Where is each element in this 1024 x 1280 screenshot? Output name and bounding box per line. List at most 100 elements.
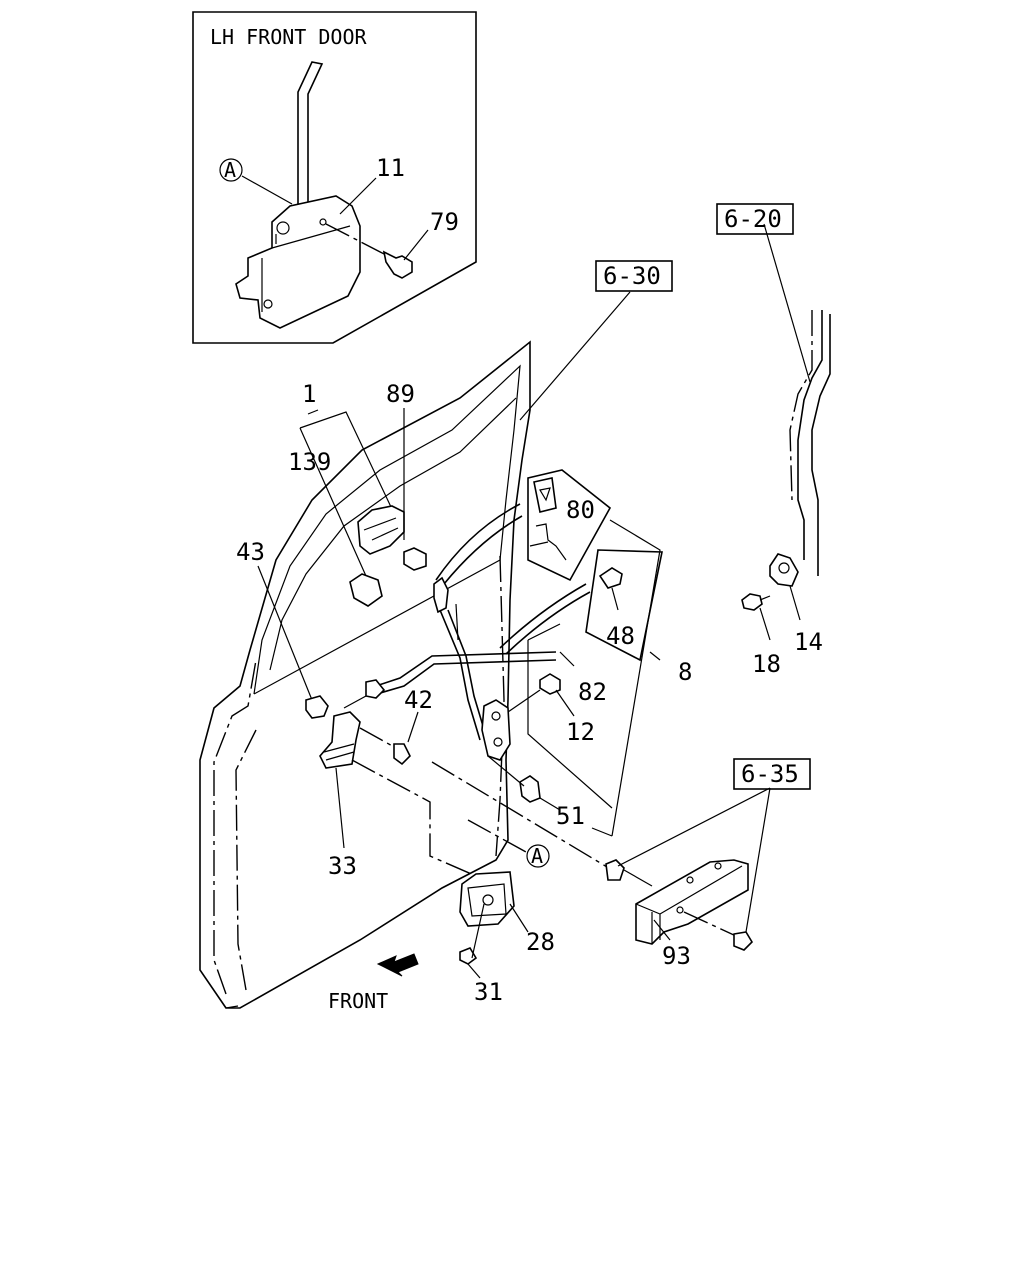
outside-handle-assembly: 43 42 33	[236, 538, 433, 880]
striker-assembly: 18 14	[741, 553, 823, 678]
clip-93	[605, 859, 625, 881]
door-panel-outer	[199, 340, 531, 1009]
handle-grip-lines	[323, 743, 355, 761]
outside-handle-33	[319, 711, 361, 769]
front-label: FRONT	[328, 989, 388, 1013]
leader-18	[759, 607, 771, 641]
screw-31-axis	[471, 903, 485, 959]
door-corner	[225, 1005, 239, 1009]
inset-leader-a	[241, 175, 293, 205]
lock-rod-2	[447, 609, 487, 737]
inset-leader-79	[403, 229, 429, 261]
leader-48	[611, 587, 619, 611]
part-80-mark	[539, 487, 551, 502]
bracket-hole-1	[686, 876, 694, 884]
main-ref-letter: A	[531, 844, 543, 868]
label-8: 8	[678, 658, 692, 686]
label-1: 1	[302, 380, 316, 408]
escutcheon-axis	[351, 759, 477, 877]
leader-8	[649, 651, 661, 661]
detail-48: 48	[585, 549, 663, 662]
ref-box-6-20-frame	[716, 203, 794, 235]
ref-box-6-35: 6-35	[733, 758, 811, 790]
leader-82	[559, 651, 575, 667]
bolt-axis-93	[683, 911, 737, 937]
inset-ref-letter: A	[224, 158, 236, 182]
main-ref-circle	[526, 844, 550, 868]
ref-box-6-20: 6-20	[716, 203, 794, 235]
detail-80: 80	[527, 469, 612, 582]
label-28: 28	[526, 928, 555, 956]
inset-leader-11	[339, 177, 377, 215]
leader-6-35	[617, 787, 771, 933]
screw-31	[459, 947, 478, 965]
bolt-18	[741, 593, 763, 611]
leader-14	[789, 585, 801, 621]
inner-handle-assembly: 1 89 139	[288, 380, 427, 607]
ref-a-axis	[467, 819, 527, 853]
bracket-hole-2	[714, 862, 722, 870]
label-82: 82	[578, 678, 607, 706]
ref-box-6-30-frame	[595, 260, 673, 292]
clip-139	[349, 573, 383, 607]
escutcheon-28	[459, 871, 515, 927]
leader-12	[555, 689, 575, 717]
striker-14	[769, 553, 799, 587]
inset-rod	[297, 61, 324, 210]
inset-lock-hole-3	[263, 299, 273, 309]
inset-frame	[192, 11, 477, 344]
cable-upper	[435, 503, 523, 585]
bolt-93	[733, 931, 754, 951]
label-11: 11	[376, 154, 405, 182]
rod-end-upper	[433, 576, 449, 614]
leader-1-tick	[307, 409, 319, 415]
cable-lower	[499, 583, 591, 655]
detail-48-frame	[585, 549, 663, 662]
part-80-clip	[529, 523, 567, 561]
door-inner-edge	[213, 659, 257, 995]
bracket-93	[635, 859, 749, 945]
door-latch-assembly: 82 12 51 8	[481, 519, 692, 837]
leader-43	[257, 565, 313, 701]
label-51: 51	[556, 802, 585, 830]
bracket-93-assembly: 93	[605, 787, 771, 970]
inset-door-lock	[235, 195, 361, 329]
part-48	[598, 567, 623, 589]
rod-stub	[455, 603, 459, 641]
front-direction: FRONT	[328, 953, 419, 1013]
leader-6-30	[519, 291, 631, 421]
part-80	[533, 477, 557, 513]
screw-42	[393, 743, 411, 766]
handle-detail	[363, 517, 399, 541]
label-18: 18	[752, 650, 781, 678]
bracket-hole-3	[676, 906, 684, 914]
ref-6-30-text: 6-30	[603, 262, 661, 290]
handle-to-bracket-axis	[431, 761, 613, 871]
escutcheon-inner	[467, 883, 507, 917]
label-43: 43	[236, 538, 265, 566]
latch-link	[507, 689, 541, 713]
pillar-lines	[797, 310, 831, 576]
label-14: 14	[794, 628, 823, 656]
label-139: 139	[288, 448, 331, 476]
label-89: 89	[386, 380, 415, 408]
leader-51	[539, 797, 561, 811]
leader-33	[335, 767, 345, 849]
front-arrow-icon	[376, 953, 419, 977]
door-latch	[481, 699, 511, 761]
label-79: 79	[430, 208, 459, 236]
escutcheon-hole	[482, 894, 494, 906]
ref-6-20-text: 6-20	[724, 205, 782, 233]
inset-title: LH FRONT DOOR	[210, 25, 367, 49]
rods-and-cables	[343, 503, 591, 741]
label-48: 48	[606, 622, 635, 650]
clip-43	[305, 695, 329, 719]
window-frame	[253, 364, 521, 695]
screw-axis-42	[359, 727, 397, 749]
ref-box-6-30: 6-30	[595, 260, 673, 292]
label-33: 33	[328, 852, 357, 880]
label-93: 93	[662, 942, 691, 970]
bolt-shank	[759, 595, 771, 601]
leader-31	[467, 963, 481, 979]
